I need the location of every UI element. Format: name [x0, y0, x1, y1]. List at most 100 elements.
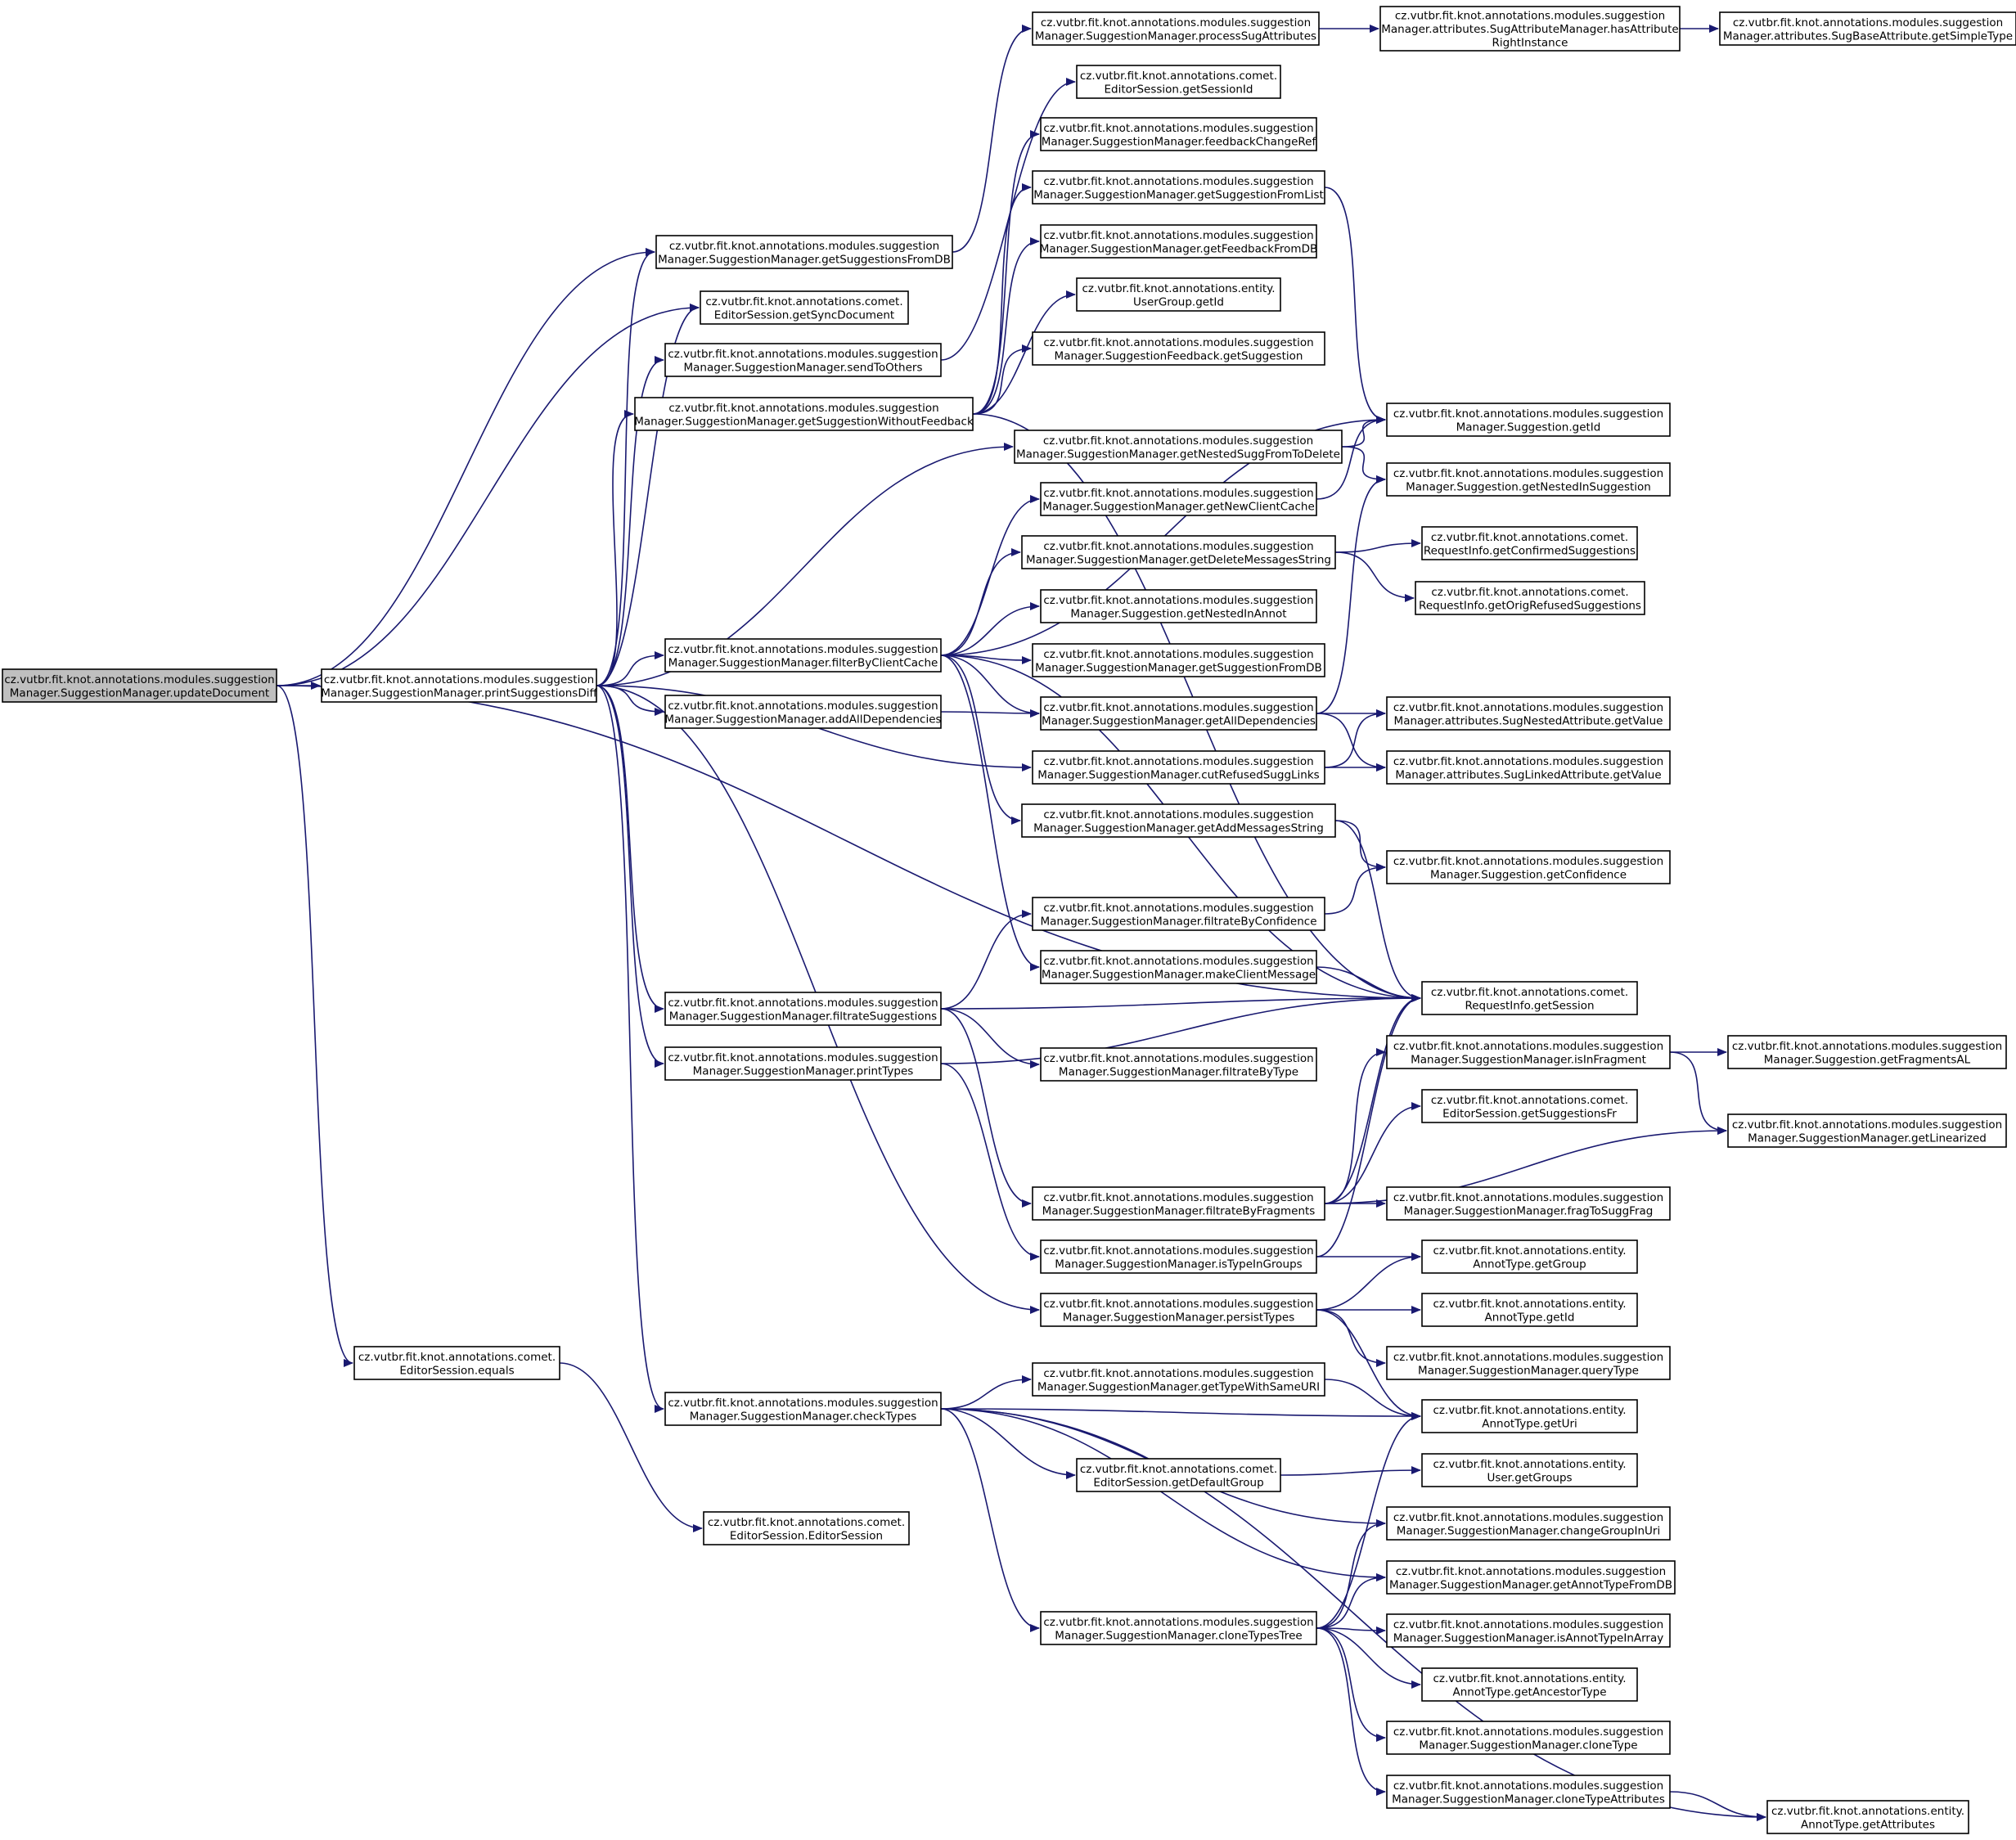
node-get-orig-refused-suggestions[interactable]: cz.vutbr.fit.knot.annotations.comet.Requ… — [1415, 581, 1645, 615]
node-label-line: EditorSession.getSyncDocument — [714, 308, 894, 322]
node-get-simple-type[interactable]: cz.vutbr.fit.knot.annotations.modules.su… — [1719, 11, 2016, 46]
node-filtrate-by-fragments[interactable]: cz.vutbr.fit.knot.annotations.modules.su… — [1032, 1186, 1325, 1221]
node-label-line: Manager.Suggestion.getNestedInAnnot — [1070, 607, 1286, 620]
node-get-add-messages-string[interactable]: cz.vutbr.fit.knot.annotations.modules.su… — [1021, 803, 1336, 838]
node-label-line: cz.vutbr.fit.knot.annotations.comet. — [1431, 586, 1628, 599]
node-label-line: Manager.SuggestionManager.cloneType — [1419, 1739, 1637, 1752]
node-get-suggestion-without-feedback[interactable]: cz.vutbr.fit.knot.annotations.modules.su… — [634, 397, 974, 431]
node-label-line: Manager.SuggestionManager.feedbackChange… — [1042, 135, 1317, 148]
node-label-line: cz.vutbr.fit.knot.annotations.modules.su… — [1393, 701, 1663, 714]
node-change-group-in-uri[interactable]: cz.vutbr.fit.knot.annotations.modules.su… — [1386, 1506, 1671, 1541]
node-filter-by-client-cache[interactable]: cz.vutbr.fit.knot.annotations.modules.su… — [664, 638, 942, 673]
node-label-line: Manager.SuggestionManager.getTypeWithSam… — [1037, 1380, 1320, 1393]
node-get-annot-type-from-db[interactable]: cz.vutbr.fit.knot.annotations.modules.su… — [1386, 1560, 1676, 1595]
node-clone-types-tree[interactable]: cz.vutbr.fit.knot.annotations.modules.su… — [1040, 1611, 1317, 1645]
node-get-sync-document[interactable]: cz.vutbr.fit.knot.annotations.comet.Edit… — [700, 290, 909, 325]
node-add-all-dependencies[interactable]: cz.vutbr.fit.knot.annotations.modules.su… — [664, 695, 942, 729]
node-label-line: Manager.SuggestionManager.getAnnotTypeFr… — [1389, 1578, 1672, 1591]
edge-clone-types-tree-to-clone-type — [1316, 1627, 1386, 1742]
node-get-all-dependencies[interactable]: cz.vutbr.fit.knot.annotations.modules.su… — [1040, 696, 1317, 731]
node-get-type-with-same-uri[interactable]: cz.vutbr.fit.knot.annotations.modules.su… — [1032, 1362, 1325, 1397]
node-label-line: cz.vutbr.fit.knot.annotations.entity. — [1771, 1805, 1964, 1818]
node-label-line: cz.vutbr.fit.knot.annotations.comet. — [708, 1516, 905, 1529]
edge-get-suggestion-without-feedback-to-feedback-get-suggestion — [972, 344, 1032, 415]
node-frag-to-sugg-frag[interactable]: cz.vutbr.fit.knot.annotations.modules.su… — [1386, 1186, 1671, 1221]
node-user-group-get-id[interactable]: cz.vutbr.fit.knot.annotations.entity.Use… — [1076, 277, 1281, 312]
node-get-session[interactable]: cz.vutbr.fit.knot.annotations.comet.Requ… — [1421, 981, 1638, 1015]
node-label-line: Manager.SuggestionManager.filtrateByType — [1059, 1065, 1298, 1078]
node-get-nested-in-suggestion[interactable]: cz.vutbr.fit.knot.annotations.modules.su… — [1386, 462, 1671, 497]
node-get-new-client-cache[interactable]: cz.vutbr.fit.knot.annotations.modules.su… — [1040, 482, 1317, 516]
node-has-attribute-right-instance[interactable]: cz.vutbr.fit.knot.annotations.modules.su… — [1379, 6, 1681, 52]
node-get-suggestions-from-db[interactable]: cz.vutbr.fit.knot.annotations.modules.su… — [655, 235, 953, 269]
node-filtrate-by-confidence[interactable]: cz.vutbr.fit.knot.annotations.modules.su… — [1032, 897, 1325, 931]
node-check-types[interactable]: cz.vutbr.fit.knot.annotations.modules.su… — [664, 1392, 942, 1426]
node-label-line: cz.vutbr.fit.knot.annotations.modules.su… — [1043, 1244, 1313, 1257]
node-print-suggestions-diff[interactable]: cz.vutbr.fit.knot.annotations.modules.su… — [321, 668, 597, 703]
node-feedback-change-ref[interactable]: cz.vutbr.fit.knot.annotations.modules.su… — [1040, 117, 1317, 151]
node-get-linearized[interactable]: cz.vutbr.fit.knot.annotations.modules.su… — [1727, 1113, 2007, 1148]
node-get-attributes[interactable]: cz.vutbr.fit.knot.annotations.entity.Ann… — [1766, 1800, 1969, 1834]
node-label-line: cz.vutbr.fit.knot.annotations.modules.su… — [1393, 1618, 1663, 1631]
node-feedback-get-suggestion[interactable]: cz.vutbr.fit.knot.annotations.modules.su… — [1032, 331, 1325, 366]
node-query-type[interactable]: cz.vutbr.fit.knot.annotations.modules.su… — [1386, 1346, 1671, 1380]
node-label-line: Manager.SuggestionManager.getLinearized — [1748, 1131, 1987, 1145]
node-equals[interactable]: cz.vutbr.fit.knot.annotations.comet.Edit… — [353, 1346, 560, 1380]
node-clone-type-attributes[interactable]: cz.vutbr.fit.knot.annotations.modules.su… — [1386, 1775, 1671, 1809]
node-get-nested-in-annot[interactable]: cz.vutbr.fit.knot.annotations.modules.su… — [1040, 589, 1317, 623]
node-make-client-message[interactable]: cz.vutbr.fit.knot.annotations.modules.su… — [1040, 950, 1317, 984]
node-label-line: Manager.SuggestionManager.getSuggestions… — [658, 253, 951, 266]
node-filtrate-suggestions[interactable]: cz.vutbr.fit.knot.annotations.modules.su… — [664, 992, 942, 1026]
node-label-line: cz.vutbr.fit.knot.annotations.modules.su… — [1393, 467, 1663, 480]
node-label-line: cz.vutbr.fit.knot.annotations.modules.su… — [1043, 175, 1313, 188]
node-sug-linked-attribute-get-value[interactable]: cz.vutbr.fit.knot.annotations.modules.su… — [1386, 750, 1671, 785]
node-annot-type-get-uri[interactable]: cz.vutbr.fit.knot.annotations.entity.Ann… — [1421, 1399, 1638, 1433]
edge-get-all-dependencies-to-get-nested-in-suggestion — [1316, 475, 1386, 714]
node-get-fragments-al[interactable]: cz.vutbr.fit.knot.annotations.modules.su… — [1727, 1035, 2007, 1069]
edge-get-suggestion-without-feedback-to-user-group-get-id — [972, 290, 1076, 415]
edge-filtrate-suggestions-to-get-session — [940, 994, 1421, 1010]
node-label-line: cz.vutbr.fit.knot.annotations.modules.su… — [1043, 487, 1313, 500]
node-label-line: cz.vutbr.fit.knot.annotations.modules.su… — [1395, 10, 1665, 23]
node-clone-type[interactable]: cz.vutbr.fit.knot.annotations.modules.su… — [1386, 1721, 1671, 1755]
node-label-line: Manager.SuggestionManager.isTypeInGroups — [1055, 1257, 1302, 1271]
node-suggestion-get-id[interactable]: cz.vutbr.fit.knot.annotations.modules.su… — [1386, 403, 1671, 437]
edge-add-all-dependencies-to-get-all-dependencies — [940, 709, 1040, 718]
node-label-line: cz.vutbr.fit.knot.annotations.modules.su… — [668, 1051, 938, 1064]
node-cut-refused-sugg-links[interactable]: cz.vutbr.fit.knot.annotations.modules.su… — [1032, 750, 1325, 785]
node-label-line: Manager.attributes.SugLinkedAttribute.ge… — [1395, 768, 1661, 781]
node-get-confirmed-suggestions[interactable]: cz.vutbr.fit.knot.annotations.comet.Requ… — [1421, 526, 1638, 560]
node-get-feedback-from-db[interactable]: cz.vutbr.fit.knot.annotations.modules.su… — [1040, 224, 1317, 259]
node-label-line: Manager.SuggestionManager.cloneTypesTree — [1055, 1629, 1302, 1642]
node-update-document[interactable]: cz.vutbr.fit.knot.annotations.modules.su… — [2, 668, 277, 703]
node-is-in-fragment[interactable]: cz.vutbr.fit.knot.annotations.modules.su… — [1386, 1035, 1671, 1069]
node-get-ancestor-type[interactable]: cz.vutbr.fit.knot.annotations.entity.Ann… — [1421, 1667, 1638, 1702]
node-filtrate-by-type[interactable]: cz.vutbr.fit.knot.annotations.modules.su… — [1040, 1047, 1317, 1082]
node-is-type-in-groups[interactable]: cz.vutbr.fit.knot.annotations.modules.su… — [1040, 1239, 1317, 1274]
node-get-confidence[interactable]: cz.vutbr.fit.knot.annotations.modules.su… — [1386, 850, 1671, 884]
node-print-types[interactable]: cz.vutbr.fit.knot.annotations.modules.su… — [664, 1046, 942, 1081]
node-editor-session[interactable]: cz.vutbr.fit.knot.annotations.comet.Edit… — [703, 1511, 910, 1545]
node-user-get-groups[interactable]: cz.vutbr.fit.knot.annotations.entity.Use… — [1421, 1453, 1638, 1487]
edge-get-suggestion-from-list-to-suggestion-get-id — [1324, 187, 1386, 424]
node-get-nested-sugg-from-to-delete[interactable]: cz.vutbr.fit.knot.annotations.modules.su… — [1014, 430, 1343, 464]
node-get-suggestion-from-list[interactable]: cz.vutbr.fit.knot.annotations.modules.su… — [1032, 170, 1325, 205]
node-annot-type-get-id[interactable]: cz.vutbr.fit.knot.annotations.entity.Ann… — [1421, 1293, 1638, 1327]
node-get-session-id[interactable]: cz.vutbr.fit.knot.annotations.comet.Edit… — [1076, 65, 1281, 99]
node-get-delete-messages-string[interactable]: cz.vutbr.fit.knot.annotations.modules.su… — [1021, 535, 1336, 569]
node-persist-types[interactable]: cz.vutbr.fit.knot.annotations.modules.su… — [1040, 1293, 1317, 1327]
node-get-suggestions-fr[interactable]: cz.vutbr.fit.knot.annotations.comet.Edit… — [1421, 1089, 1638, 1123]
node-sug-nested-attribute-get-value[interactable]: cz.vutbr.fit.knot.annotations.modules.su… — [1386, 696, 1671, 731]
node-process-sug-attributes[interactable]: cz.vutbr.fit.knot.annotations.modules.su… — [1032, 11, 1320, 46]
edge-clone-types-tree-to-get-annot-type-from-db — [1316, 1573, 1386, 1629]
node-send-to-others[interactable]: cz.vutbr.fit.knot.annotations.modules.su… — [664, 343, 942, 377]
edge-print-suggestions-diff-to-get-suggestion-without-feedback — [596, 410, 634, 686]
node-label-line: cz.vutbr.fit.knot.annotations.modules.su… — [1393, 1351, 1663, 1364]
node-get-suggestion-from-db[interactable]: cz.vutbr.fit.knot.annotations.modules.su… — [1032, 643, 1325, 677]
node-is-annot-type-in-array[interactable]: cz.vutbr.fit.knot.annotations.modules.su… — [1386, 1613, 1671, 1648]
node-label-line: cz.vutbr.fit.knot.annotations.modules.su… — [1393, 1040, 1663, 1053]
node-label-line: RequestInfo.getSession — [1465, 999, 1594, 1012]
node-annot-type-get-group[interactable]: cz.vutbr.fit.knot.annotations.entity.Ann… — [1421, 1239, 1638, 1274]
node-get-default-group[interactable]: cz.vutbr.fit.knot.annotations.comet.Edit… — [1076, 1458, 1281, 1492]
